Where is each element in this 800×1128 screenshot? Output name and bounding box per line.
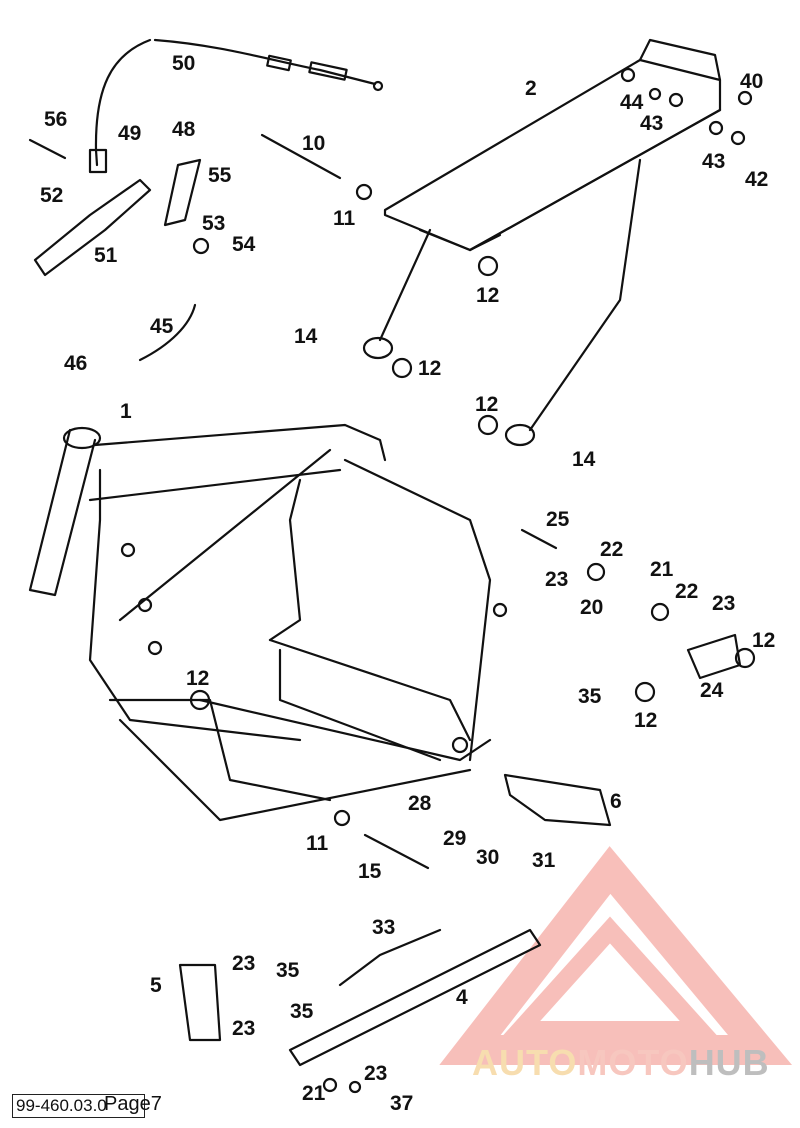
label-14a: 14	[294, 325, 318, 348]
label-49: 49	[118, 122, 141, 145]
label-55: 55	[208, 164, 232, 187]
label-33: 33	[372, 916, 395, 939]
label-23c: 23	[232, 952, 255, 975]
label-5: 5	[150, 974, 162, 997]
bolt-15-drawing	[363, 833, 430, 870]
label-21a: 21	[650, 558, 674, 581]
label-42: 42	[745, 168, 768, 191]
label-20: 20	[580, 596, 603, 619]
document-reference: 99-460.03.0	[12, 1094, 145, 1118]
label-1: 1	[120, 400, 132, 423]
label-43a: 43	[640, 112, 663, 135]
svg-text:AUTOMOTOHUB: AUTOMOTOHUB	[472, 1042, 770, 1083]
bolt-25-drawing	[520, 528, 558, 550]
label-6: 6	[610, 790, 622, 813]
subframe-drawing	[362, 38, 724, 447]
hose-45-drawing	[138, 303, 197, 362]
label-24: 24	[700, 679, 724, 702]
clutch-cable-drawing	[88, 38, 384, 174]
label-4: 4	[456, 986, 468, 1009]
bolt-10-drawing	[260, 133, 342, 180]
bracket-24-drawing	[686, 633, 742, 680]
label-2: 2	[525, 77, 537, 100]
brake-lever-drawing	[163, 158, 202, 227]
label-23a: 23	[545, 568, 568, 591]
label-43b: 43	[702, 150, 725, 173]
main-frame-drawing	[28, 423, 508, 822]
watermark-moto: MOTO	[577, 1042, 688, 1083]
label-21b: 21	[302, 1082, 326, 1105]
label-53: 53	[202, 212, 225, 235]
label-52: 52	[40, 184, 63, 207]
label-12a: 12	[476, 284, 499, 307]
label-46: 46	[64, 352, 87, 375]
label-14b: 14	[572, 448, 596, 471]
label-23b: 23	[712, 592, 735, 615]
label-51: 51	[94, 244, 118, 267]
label-48: 48	[172, 118, 196, 141]
spring-33-drawing	[338, 928, 442, 987]
page-number: Page7	[104, 1093, 162, 1115]
label-22a: 22	[600, 538, 623, 561]
label-12f: 12	[634, 709, 657, 732]
part-labels: 50 2 40 44 43 43 42 56 49 48 10 55 52 53…	[40, 52, 775, 1115]
label-45: 45	[150, 315, 174, 338]
label-44: 44	[620, 91, 644, 114]
label-11b: 11	[306, 832, 329, 855]
label-12d: 12	[752, 629, 775, 652]
label-37: 37	[390, 1092, 413, 1115]
label-28: 28	[408, 792, 432, 815]
label-12b: 12	[418, 357, 441, 380]
label-35c: 35	[290, 1000, 314, 1023]
label-35b: 35	[276, 959, 300, 982]
label-12c: 12	[475, 393, 498, 416]
watermark-logo: AUTOMOTOHUB	[439, 846, 793, 1083]
label-15: 15	[358, 860, 382, 883]
side-stand-drawing	[288, 928, 542, 1067]
label-25: 25	[546, 508, 570, 531]
watermark-hub: HUB	[689, 1042, 770, 1083]
label-50: 50	[172, 52, 195, 75]
label-40: 40	[740, 70, 763, 93]
label-12e: 12	[186, 667, 209, 690]
label-11a: 11	[333, 207, 356, 230]
plate-5-drawing	[178, 963, 222, 1042]
label-23d: 23	[232, 1017, 255, 1040]
label-35a: 35	[578, 685, 602, 708]
watermark-auto: AUTO	[472, 1042, 577, 1083]
footpeg-drawing	[503, 773, 612, 827]
label-30: 30	[476, 846, 499, 869]
label-23e: 23	[364, 1062, 387, 1085]
brake-pedal-drawing	[33, 178, 152, 277]
label-22b: 22	[675, 580, 698, 603]
label-31: 31	[532, 849, 556, 872]
label-54: 54	[232, 233, 256, 256]
label-29: 29	[443, 827, 466, 850]
label-10: 10	[302, 132, 325, 155]
label-56: 56	[44, 108, 67, 131]
